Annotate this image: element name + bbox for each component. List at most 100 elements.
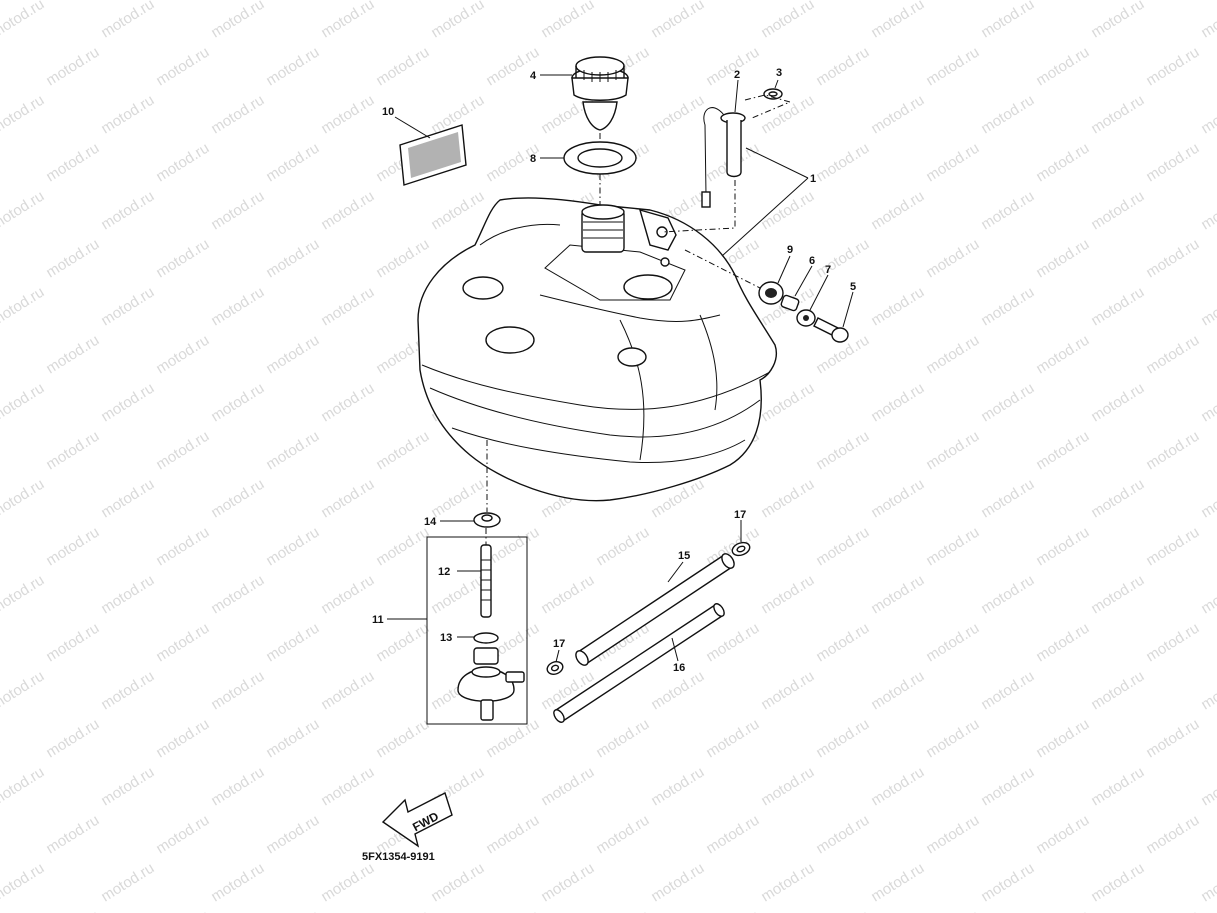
watermark-text: motod.ru — [263, 716, 322, 762]
callout-1: 1 — [810, 173, 816, 185]
watermark-text: motod.ru — [1198, 284, 1217, 330]
watermark-text: motod.ru — [373, 44, 432, 90]
callout-7: 7 — [825, 264, 831, 276]
watermark-text: motod.ru — [0, 0, 47, 41]
watermark-text: motod.ru — [813, 812, 872, 858]
watermark-text: motod.ru — [318, 380, 377, 426]
fuel-tank — [417, 197, 777, 502]
watermark-text: motod.ru — [868, 860, 927, 906]
watermark-text: motod.ru — [923, 620, 982, 666]
watermark-text: motod.ru — [373, 908, 432, 913]
watermark-text: motod.ru — [703, 44, 762, 90]
watermark-text: motod.ru — [978, 284, 1037, 330]
collar — [780, 294, 800, 312]
watermark-text: motod.ru — [1143, 140, 1202, 186]
watermark-text: motod.ru — [813, 524, 872, 570]
watermark-text: motod.ru — [208, 0, 267, 41]
watermark-text: motod.ru — [923, 236, 982, 282]
watermark-text: motod.ru — [923, 716, 982, 762]
watermark-text: motod.ru — [318, 188, 377, 234]
watermark-text: motod.ru — [978, 92, 1037, 138]
watermark-text: motod.ru — [263, 44, 322, 90]
watermark-text: motod.ru — [923, 428, 982, 474]
callout-11: 11 — [372, 614, 384, 626]
watermark-text: motod.ru — [1143, 428, 1202, 474]
hose-clip-upper — [731, 541, 751, 557]
watermark-text: motod.ru — [1033, 44, 1092, 90]
callout-5: 5 — [850, 281, 856, 293]
watermark-text: motod.ru — [593, 524, 652, 570]
watermark-text: motod.ru — [648, 764, 707, 810]
watermark-text: motod.ru — [1088, 0, 1147, 41]
watermark-text: motod.ru — [868, 0, 927, 41]
watermark-text: motod.ru — [648, 0, 707, 41]
watermark-text: motod.ru — [1198, 0, 1217, 41]
watermark-text: motod.ru — [318, 668, 377, 714]
watermark-text: motod.ru — [868, 764, 927, 810]
watermark-text: motod.ru — [1143, 332, 1202, 378]
watermark-text: motod.ru — [153, 908, 212, 913]
watermark-text: motod.ru — [263, 524, 322, 570]
watermark-text: motod.ru — [208, 764, 267, 810]
watermark-text: motod.ru — [263, 908, 322, 913]
fwd-arrow: FWD — [381, 791, 453, 848]
watermark-text: motod.ru — [0, 572, 47, 618]
watermark-text: motod.ru — [208, 188, 267, 234]
callout-10: 10 — [382, 106, 394, 118]
watermark-text: motod.ru — [758, 860, 817, 906]
watermark-text: motod.ru — [1033, 428, 1092, 474]
watermark-text: motod.ru — [428, 0, 487, 41]
watermark-text: motod.ru — [0, 284, 47, 330]
watermark-text: motod.ru — [648, 668, 707, 714]
watermark-text: motod.ru — [923, 332, 982, 378]
watermark-text: motod.ru — [373, 236, 432, 282]
watermark-text: motod.ru — [483, 716, 542, 762]
watermark-text: motod.ru — [153, 140, 212, 186]
watermark-text: motod.ru — [703, 812, 762, 858]
callout-6: 6 — [809, 255, 815, 267]
watermark-text: motod.ru — [1143, 812, 1202, 858]
watermark-text: motod.ru — [318, 92, 377, 138]
watermark-text: motod.ru — [758, 572, 817, 618]
watermark-text: motod.ru — [813, 716, 872, 762]
watermark-text: motod.ru — [43, 908, 102, 913]
watermark-text: motod.ru — [1143, 620, 1202, 666]
watermark-text: motod.ru — [1088, 284, 1147, 330]
watermark-text: motod.ru — [1143, 524, 1202, 570]
watermark-text: motod.ru — [0, 92, 47, 138]
watermark-text: motod.ru — [813, 620, 872, 666]
watermark-text: motod.ru — [1088, 860, 1147, 906]
watermark-text: motod.ru — [0, 860, 47, 906]
watermark-text: motod.ru — [758, 0, 817, 41]
watermark-text: motod.ru — [428, 188, 487, 234]
watermark-text: motod.ru — [318, 860, 377, 906]
watermark-text: motod.ru — [483, 812, 542, 858]
watermark-text: motod.ru — [1198, 476, 1217, 522]
watermark-text: motod.ru — [813, 428, 872, 474]
callout-17-lower: 17 — [553, 638, 565, 650]
hose-clip-lower — [546, 661, 564, 675]
watermark-text: motod.ru — [1088, 92, 1147, 138]
watermark-text: motod.ru — [648, 92, 707, 138]
watermark-text: motod.ru — [208, 572, 267, 618]
watermark-text: motod.ru — [1198, 668, 1217, 714]
callout-14: 14 — [424, 516, 437, 528]
watermark-text: motod.ru — [373, 620, 432, 666]
sender-oring — [763, 88, 783, 100]
watermark-text: motod.ru — [1088, 572, 1147, 618]
watermark-text: motod.ru — [1088, 764, 1147, 810]
watermark-text: motod.ru — [758, 764, 817, 810]
watermark-text: motod.ru — [0, 764, 47, 810]
watermark-text: motod.ru — [1033, 524, 1092, 570]
watermark-text: motod.ru — [153, 524, 212, 570]
watermark-text: motod.ru — [153, 620, 212, 666]
callout-12: 12 — [438, 566, 450, 578]
watermark-text: motod.ru — [263, 332, 322, 378]
watermark-text: motod.ru — [263, 428, 322, 474]
watermark-text: motod.ru — [98, 284, 157, 330]
emblem-label — [399, 124, 467, 186]
assembly-lines — [485, 94, 792, 545]
watermark-text: motod.ru — [43, 524, 102, 570]
watermark-text: motod.ru — [43, 716, 102, 762]
watermark-text: motod.ru — [43, 236, 102, 282]
